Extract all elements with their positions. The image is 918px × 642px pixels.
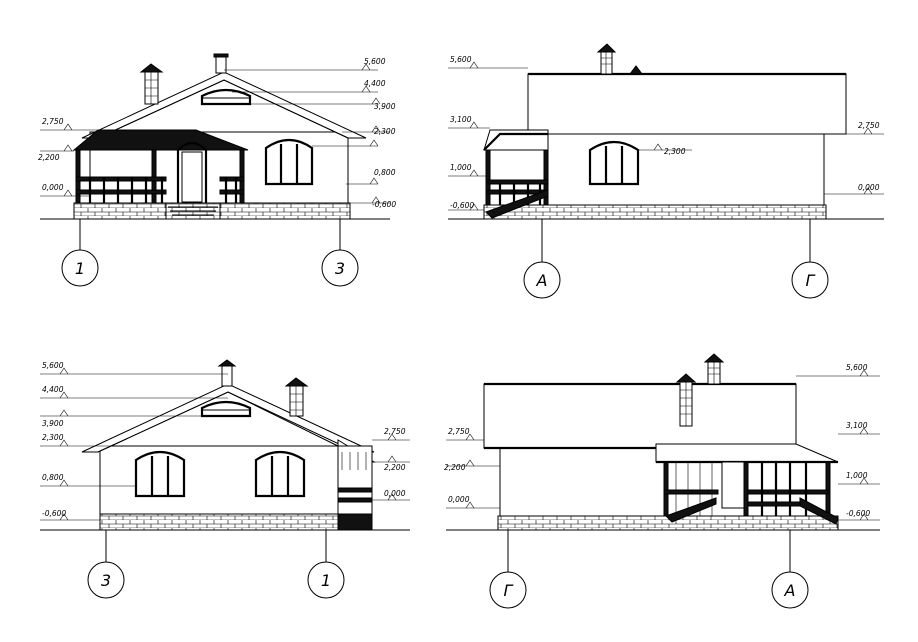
- level-mark: 1,000: [450, 163, 472, 172]
- level-mark: -0,600: [846, 509, 870, 518]
- window: [588, 140, 640, 186]
- level-mark: 4,400: [42, 385, 64, 394]
- axis-label: А: [536, 271, 548, 290]
- axis-label: Г: [806, 271, 816, 290]
- axis-marker: [489, 571, 527, 609]
- level-mark: -0,600: [42, 509, 66, 518]
- axis-label: Г: [504, 581, 514, 600]
- level-mark: 2,200: [38, 153, 60, 162]
- roof: [527, 73, 847, 135]
- level-mark: 3,100: [450, 115, 472, 124]
- level-mark: 0,000: [42, 183, 64, 192]
- chimney: [289, 385, 304, 417]
- elevation-1-3: 5,600 4,400 3,900 2,750 2,300 2,200 0,80…: [38, 53, 396, 287]
- level-mark: -0,600: [450, 201, 474, 210]
- level-mark: 3,100: [846, 421, 868, 430]
- level-mark: 5,600: [846, 363, 868, 372]
- elevation-g-a: 5,600 2,750 3,100 2,200 1,000 0,000 -0,6…: [444, 353, 880, 609]
- level-mark: 2,200: [384, 463, 406, 472]
- axis-marker: [791, 261, 829, 299]
- level-mark: 0,000: [858, 183, 880, 192]
- elevation-a-g: 5,600 3,100 2,750 2,300 1,000 0,000 -0,6…: [448, 43, 884, 299]
- axis-marker: [771, 571, 809, 609]
- plinth: [483, 204, 827, 220]
- level-mark: 2,300: [664, 147, 686, 156]
- level-mark: 2,200: [444, 463, 466, 472]
- window: [264, 138, 314, 186]
- level-mark: 2,750: [384, 427, 406, 436]
- plinth: [99, 513, 339, 531]
- level-mark: 0,000: [384, 489, 406, 498]
- level-mark: 2,300: [42, 433, 64, 442]
- roof: [483, 383, 797, 449]
- level-mark: 0,000: [448, 495, 470, 504]
- level-mark: 0,800: [42, 473, 64, 482]
- level-mark: 5,600: [364, 57, 386, 66]
- axis-marker: [321, 249, 359, 287]
- axis-label: 3: [335, 259, 345, 278]
- porch-roof: [72, 129, 249, 151]
- window: [134, 450, 186, 498]
- level-mark: 2,750: [42, 117, 64, 126]
- axis-marker: [307, 561, 345, 599]
- axis-marker: [61, 249, 99, 287]
- axis-label: 3: [101, 571, 111, 590]
- level-mark: 2,750: [858, 121, 880, 130]
- level-mark: 5,600: [42, 361, 64, 370]
- axis-label: 1: [321, 571, 331, 590]
- level-mark: 2,750: [448, 427, 470, 436]
- level-mark: -0,600: [372, 200, 396, 209]
- elevation-3-1: 5,600 4,400 3,900 2,300 2,750 2,200 0,80…: [40, 359, 410, 599]
- level-mark: 0,800: [374, 168, 396, 177]
- level-mark: 5,600: [450, 55, 472, 64]
- level-mark: 4,400: [364, 79, 386, 88]
- attic-window: [200, 88, 252, 106]
- level-mark: 3,900: [374, 102, 396, 111]
- axis-label: 1: [75, 259, 85, 278]
- level-mark: 1,000: [846, 471, 868, 480]
- door: [176, 141, 208, 203]
- window: [254, 450, 306, 498]
- axis-marker: [87, 561, 125, 599]
- axis-label: А: [784, 581, 796, 600]
- level-mark: 2,300: [374, 127, 396, 136]
- level-mark: 3,900: [42, 419, 64, 428]
- axis-marker: [523, 261, 561, 299]
